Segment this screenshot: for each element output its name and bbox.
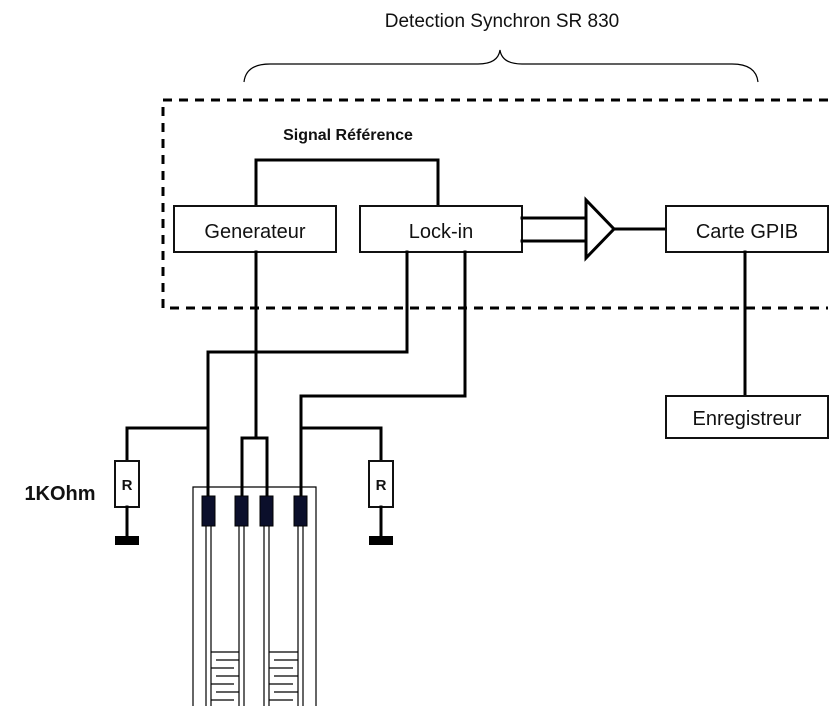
lockin-input-a-wire bbox=[206, 250, 409, 498]
lockin-block: Lock-in bbox=[359, 205, 523, 253]
right-resistor-wire bbox=[299, 426, 383, 463]
lockin-input-b-wire bbox=[299, 250, 467, 498]
right-ground-icon bbox=[369, 536, 393, 545]
contact-pad-1 bbox=[201, 495, 216, 527]
reference-wire bbox=[254, 158, 440, 208]
left-resistor-symbol: R bbox=[122, 477, 133, 494]
signal-reference-label: Signal Référence bbox=[283, 127, 413, 144]
left-resistor: R bbox=[114, 460, 140, 508]
recorder-label: Enregistreur bbox=[693, 408, 802, 430]
sample-substrate bbox=[192, 486, 317, 706]
generator-split-wire bbox=[240, 436, 269, 498]
generator-label: Generateur bbox=[204, 221, 306, 243]
right-resistor: R bbox=[368, 460, 394, 508]
contact-pad-3 bbox=[259, 495, 274, 527]
contact-pad-2 bbox=[234, 495, 249, 527]
sensor-leads bbox=[205, 526, 304, 706]
title-brace bbox=[243, 49, 759, 83]
resistor-value-label: 1KOhm bbox=[24, 483, 95, 505]
amplifier-symbol bbox=[584, 196, 617, 262]
contact-pad-4 bbox=[293, 495, 308, 527]
gpib-card-block: Carte GPIB bbox=[665, 205, 829, 253]
left-interdigitated-sensor bbox=[210, 651, 240, 706]
instrument-boundary bbox=[161, 98, 828, 310]
recorder-block: Enregistreur bbox=[665, 395, 829, 439]
right-resistor-symbol: R bbox=[376, 477, 387, 494]
generator-block: Generateur bbox=[173, 205, 337, 253]
gpib-card-label: Carte GPIB bbox=[696, 221, 798, 243]
left-resistor-wire bbox=[125, 426, 210, 463]
diagram-title: Detection Synchron SR 830 bbox=[385, 11, 619, 32]
left-ground-icon bbox=[115, 536, 139, 545]
lockin-label: Lock-in bbox=[409, 221, 473, 243]
right-interdigitated-sensor bbox=[268, 651, 299, 706]
